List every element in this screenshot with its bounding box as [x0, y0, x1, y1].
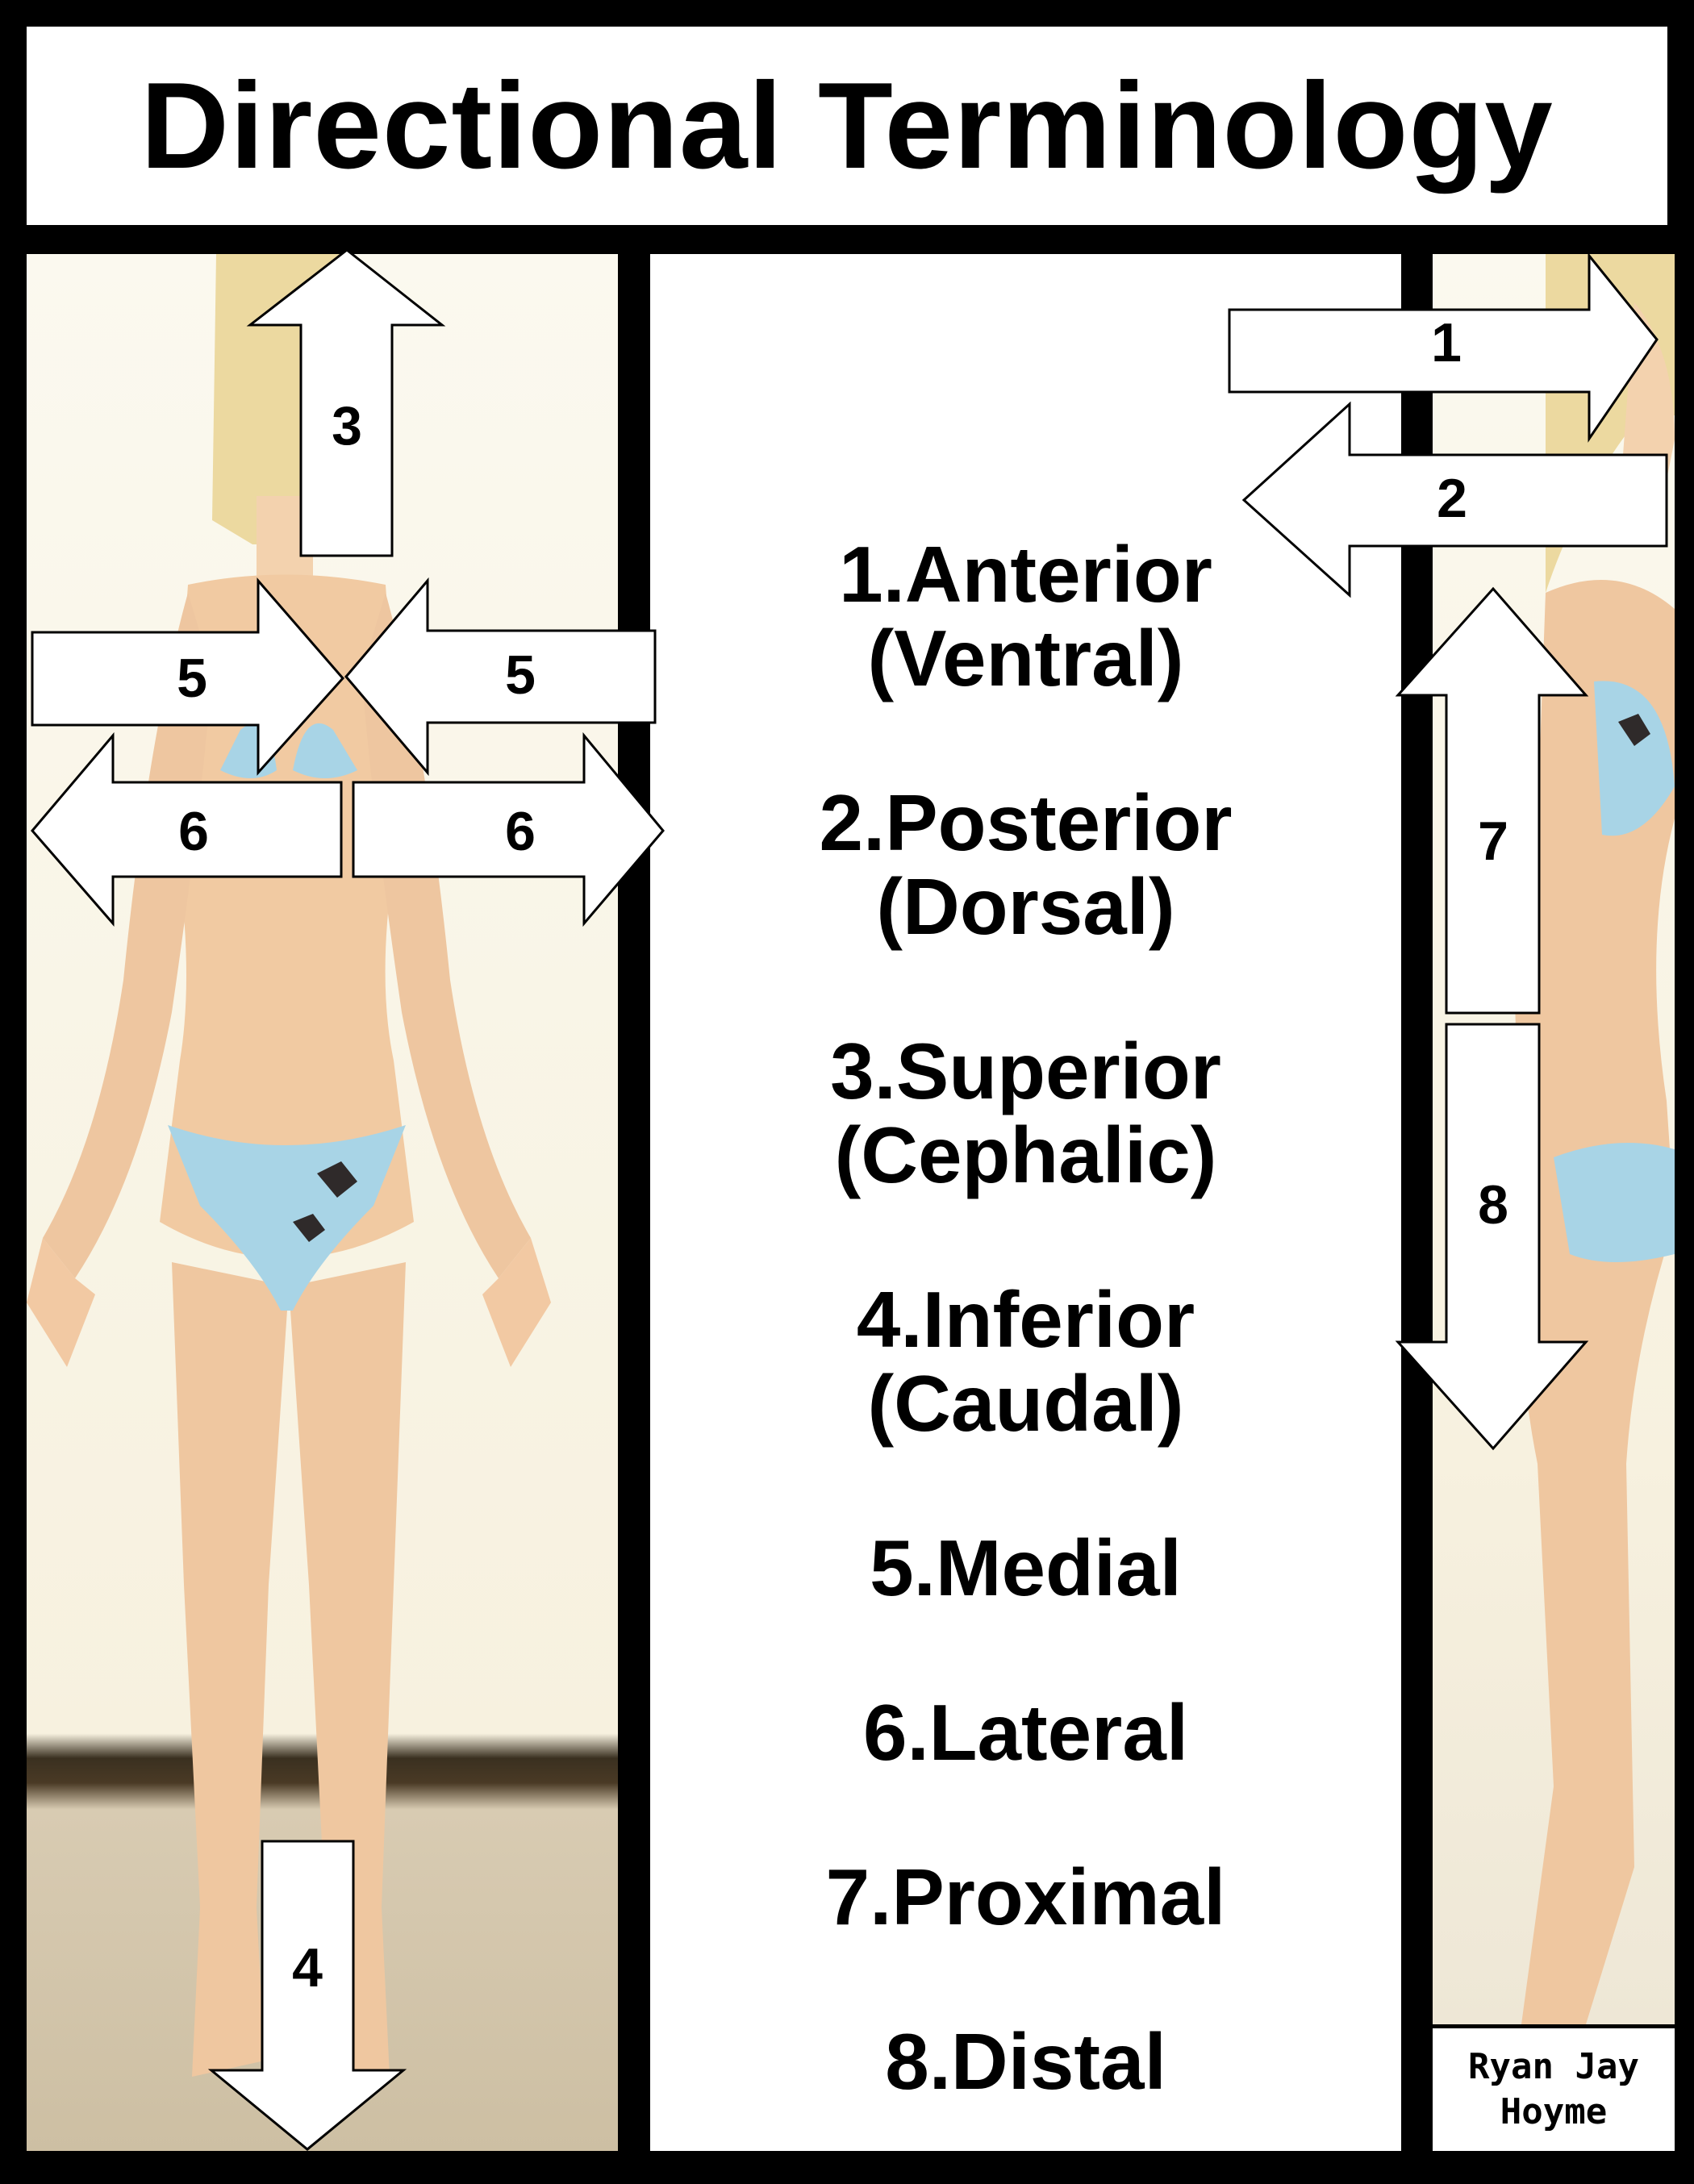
anterior-view-photo	[27, 254, 618, 2151]
term-name: Lateral	[928, 1688, 1189, 1777]
term-number: 1.	[839, 530, 905, 619]
credit-line-1: Ryan Jay	[1468, 2046, 1639, 2087]
lateral-figure-illustration	[1515, 254, 1675, 2024]
credit-line-2: Hoyme	[1500, 2091, 1608, 2132]
term-number: 8.	[885, 2017, 951, 2106]
term-distal: 8.Distal	[650, 2019, 1401, 2103]
term-number: 4.	[856, 1275, 923, 1364]
anterior-figure-illustration	[27, 254, 551, 2077]
term-name: Proximal	[891, 1853, 1226, 1941]
term-lateral: 6.Lateral	[650, 1690, 1401, 1774]
term-number: 7.	[825, 1853, 892, 1941]
term-name: Inferior	[922, 1275, 1195, 1364]
term-anterior: 1.Anterior (Ventral)	[650, 532, 1401, 700]
page-title: Directional Terminology	[140, 56, 1554, 194]
lateral-view-photo	[1433, 254, 1675, 2024]
term-number: 5.	[870, 1523, 936, 1612]
term-alt-name: (Cephalic)	[834, 1111, 1217, 1199]
term-alt-name: (Ventral)	[867, 614, 1184, 702]
term-inferior: 4.Inferior (Caudal)	[650, 1277, 1401, 1445]
term-name: Medial	[935, 1523, 1182, 1612]
term-alt-name: (Caudal)	[867, 1359, 1184, 1448]
term-alt-name: (Dorsal)	[876, 862, 1175, 951]
term-number: 3.	[830, 1027, 896, 1115]
term-number: 6.	[862, 1688, 929, 1777]
term-name: Posterior	[885, 778, 1233, 867]
term-proximal: 7.Proximal	[650, 1855, 1401, 1939]
term-list: 1.Anterior (Ventral) 2.Posterior (Dorsal…	[650, 532, 1401, 2184]
terms-panel: 1.Anterior (Ventral) 2.Posterior (Dorsal…	[650, 254, 1401, 2151]
term-number: 2.	[819, 778, 886, 867]
term-posterior: 2.Posterior (Dorsal)	[650, 781, 1401, 948]
term-medial: 5.Medial	[650, 1526, 1401, 1610]
term-name: Anterior	[904, 530, 1212, 619]
term-name: Distal	[950, 2017, 1166, 2106]
term-superior: 3.Superior (Cephalic)	[650, 1029, 1401, 1197]
title-box: Directional Terminology	[27, 27, 1667, 225]
term-name: Superior	[895, 1027, 1221, 1115]
author-credit: Ryan Jay Hoyme	[1433, 2028, 1675, 2151]
